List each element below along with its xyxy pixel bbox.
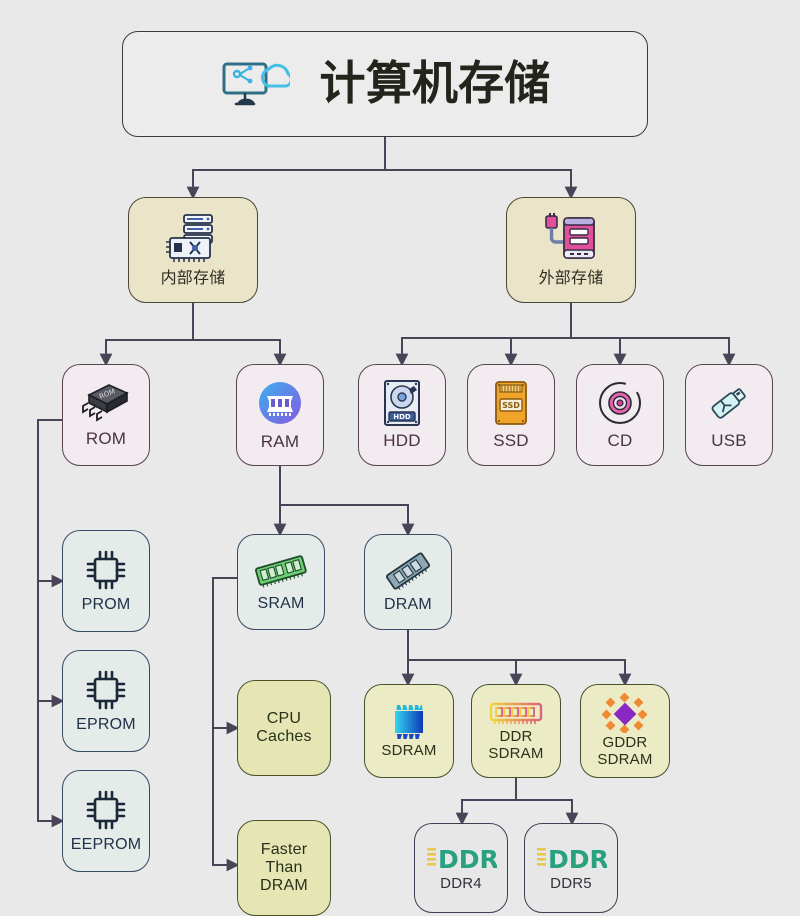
node-rom-label: ROM [85,429,127,449]
node-eeprom-label: EEPROM [70,836,142,854]
node-hdd-label: HDD [383,431,421,451]
svg-text:HDD: HDD [393,413,411,421]
svg-text:SSD: SSD [502,401,520,410]
node-ram-label: RAM [260,432,300,452]
node-ddr5[interactable]: DDR DDR5 [524,823,618,913]
edge-dram-ddrsdram [407,630,523,687]
node-cpu-caches-label: CPU Caches [256,710,312,745]
node-ssd-label: SSD [493,431,529,451]
node-ddr-sdram-label: DDR SDRAM [488,728,544,762]
edge-root-external [384,137,578,200]
edge-external-ssd [504,303,572,367]
external-drive-icon [540,212,602,264]
edge-internal-ram [192,303,287,367]
edge-rom-prom [37,419,65,588]
ram-circle-icon [255,378,305,428]
node-ddr4-label: DDR4 [440,874,482,892]
node-external-storage[interactable]: 外部存储 [506,197,636,303]
edge-external-hdd [395,303,572,367]
node-external-storage-label: 外部存储 [538,270,604,288]
node-cd[interactable]: CD [576,364,664,466]
node-eeprom[interactable]: EEPROM [62,770,150,872]
node-sdram[interactable]: SDRAM [364,684,454,778]
node-sdram-label: SDRAM [381,741,437,759]
node-internal-storage-label: 内部存储 [160,270,226,288]
node-usb-label: USB [711,431,747,451]
node-ddr5-label: DDR5 [550,874,592,892]
ddr-logo-icon: DDR [425,844,499,874]
blue-memory-stick-icon [381,550,435,592]
node-faster-than-dram[interactable]: Faster Than DRAM [237,820,331,916]
node-dram[interactable]: DRAM [364,534,452,630]
edge-dram-gddrsdram [407,630,632,687]
edge-external-usb [570,303,736,367]
ddr-logo-icon: DDR [535,844,609,874]
node-ddr4[interactable]: DDR DDR4 [414,823,508,913]
node-eprom-label: EPROM [76,716,136,734]
edge-ddr-ddr4 [455,778,517,826]
node-internal-storage[interactable]: 内部存储 [128,197,258,303]
edge-root-internal [186,137,386,200]
edge-sram-faster [212,577,240,872]
node-cpu-caches[interactable]: CPU Caches [237,680,331,776]
hard-disk-icon: HDD [380,379,424,427]
node-sram[interactable]: SRAM [237,534,325,630]
ssd-icon: SSD [489,379,533,427]
svg-text:DDR: DDR [438,845,497,874]
node-ssd[interactable]: SSD SSD [467,364,555,466]
server-board-icon [162,212,224,264]
compact-disc-icon [596,379,644,427]
edge-internal-rom [99,303,194,367]
node-faster-than-dram-label: Faster Than DRAM [260,841,308,894]
node-ram[interactable]: RAM [236,364,324,466]
cpu-chip-icon [83,668,129,712]
svg-text:DDR: DDR [548,845,607,874]
node-ddr-sdram[interactable]: DDR SDRAM [471,684,561,778]
node-dram-label: DRAM [384,596,432,614]
node-rom[interactable]: ROM ROM [62,364,150,466]
edge-rom-eprom [37,419,65,708]
node-eprom[interactable]: EPROM [62,650,150,752]
node-gddr-sdram-label: GDDR SDRAM [597,734,653,768]
edge-ram-dram [279,466,415,537]
green-memory-stick-icon [252,551,310,591]
edge-external-cd [570,303,627,367]
sdram-chip-icon [386,703,432,741]
ddr-module-icon [488,699,544,727]
node-prom[interactable]: PROM [62,530,150,632]
cpu-chip-icon [83,548,129,592]
node-hdd[interactable]: HDD HDD [358,364,446,466]
node-prom-label: PROM [81,596,131,614]
node-gddr-sdram[interactable]: GDDR SDRAM [580,684,670,778]
cpu-chip-icon [83,788,129,832]
node-sram-label: SRAM [257,595,305,613]
edge-sram-cpucaches [212,577,240,735]
node-root[interactable]: 计算机存储 [122,31,648,137]
monitor-cloud-icon [220,56,293,112]
node-usb[interactable]: USB [685,364,773,466]
rom-chip-icon: ROM [79,381,133,425]
gddr-chip-icon [601,692,649,735]
usb-flash-drive-icon [705,379,753,427]
node-root-label: 计算机存储 [319,57,551,110]
edge-rom-eeprom [37,419,65,828]
node-cd-label: CD [607,431,633,451]
edge-ddr-ddr5 [515,778,579,826]
